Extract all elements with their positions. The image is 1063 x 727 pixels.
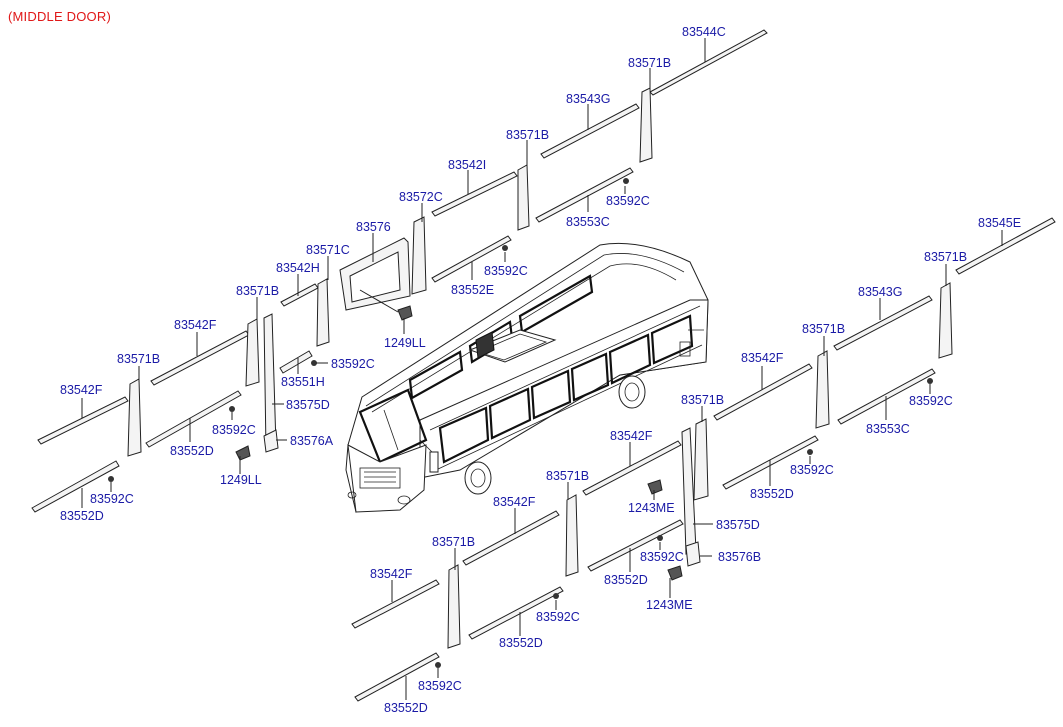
part-label-83542F: 83542F bbox=[174, 318, 217, 332]
part-label-83592C: 83592C bbox=[606, 194, 650, 208]
part-label-83576B: 83576B bbox=[718, 550, 761, 564]
part-label-83592C: 83592C bbox=[418, 679, 462, 693]
part-label-83542F: 83542F bbox=[60, 383, 103, 397]
part-label-1243ME: 1243ME bbox=[646, 598, 693, 612]
part-label-83571B: 83571B bbox=[546, 469, 589, 483]
part-label-83571B: 83571B bbox=[117, 352, 160, 366]
part-label-83571B: 83571B bbox=[681, 393, 724, 407]
part-label-83592C: 83592C bbox=[909, 394, 953, 408]
part-label-83571B: 83571B bbox=[802, 322, 845, 336]
part-label-83552D: 83552D bbox=[170, 444, 214, 458]
part-label-83542F: 83542F bbox=[493, 495, 536, 509]
part-label-1249LL: 1249LL bbox=[220, 473, 262, 487]
part-label-83552D: 83552D bbox=[499, 636, 543, 650]
diagram-title: (MIDDLE DOOR) bbox=[8, 9, 111, 24]
part-label-83571B: 83571B bbox=[506, 128, 549, 142]
part-label-83575D: 83575D bbox=[716, 518, 760, 532]
part-label-83592C: 83592C bbox=[212, 423, 256, 437]
part-label-83572C: 83572C bbox=[399, 190, 443, 204]
part-label-83576: 83576 bbox=[356, 220, 391, 234]
part-label-83576A: 83576A bbox=[290, 434, 334, 448]
part-label-83571B: 83571B bbox=[432, 535, 475, 549]
part-label-83592C: 83592C bbox=[640, 550, 684, 564]
part-label-83543G: 83543G bbox=[566, 92, 610, 106]
part-label-1243ME: 1243ME bbox=[628, 501, 675, 515]
part-label-83553C: 83553C bbox=[566, 215, 610, 229]
part-label-83592C: 83592C bbox=[90, 492, 134, 506]
part-label-83575D: 83575D bbox=[286, 398, 330, 412]
part-label-83552E: 83552E bbox=[451, 283, 494, 297]
part-label-83552D: 83552D bbox=[384, 701, 428, 715]
part-label-83571C: 83571C bbox=[306, 243, 350, 257]
part-label-83542F: 83542F bbox=[610, 429, 653, 443]
part-label-83592C: 83592C bbox=[790, 463, 834, 477]
bus-illustration bbox=[345, 242, 709, 513]
part-label-83552D: 83552D bbox=[750, 487, 794, 501]
leader-lines bbox=[81, 38, 1003, 700]
part-label-1249LL: 1249LL bbox=[384, 336, 426, 350]
part-label-83552D: 83552D bbox=[604, 573, 648, 587]
part-number-labels: 83544C 83571B 83543G 83571B 83592C 83553… bbox=[60, 25, 1021, 715]
part-label-83571B: 83571B bbox=[236, 284, 279, 298]
part-label-83545E: 83545E bbox=[978, 216, 1021, 230]
part-label-83542I: 83542I bbox=[448, 158, 486, 172]
part-label-83542H: 83542H bbox=[276, 261, 320, 275]
part-label-83542F: 83542F bbox=[370, 567, 413, 581]
part-label-83592C: 83592C bbox=[331, 357, 375, 371]
part-label-83542F: 83542F bbox=[741, 351, 784, 365]
part-label-83571B: 83571B bbox=[628, 56, 671, 70]
part-label-83551H: 83551H bbox=[281, 375, 325, 389]
lower-panel-parts bbox=[351, 217, 1056, 702]
part-label-83544C: 83544C bbox=[682, 25, 726, 39]
part-label-83571B: 83571B bbox=[924, 250, 967, 264]
part-label-83592C: 83592C bbox=[484, 264, 528, 278]
part-label-83543G: 83543G bbox=[858, 285, 902, 299]
part-label-83552D: 83552D bbox=[60, 509, 104, 523]
part-label-83592C: 83592C bbox=[536, 610, 580, 624]
part-label-83553C: 83553C bbox=[866, 422, 910, 436]
upper-panel-parts bbox=[31, 29, 768, 513]
